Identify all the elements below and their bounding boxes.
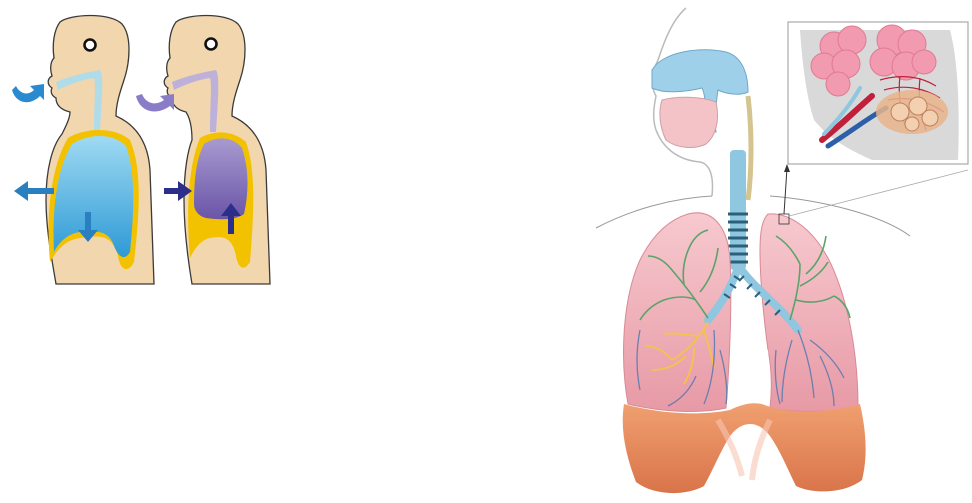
- eye-icon: [85, 40, 96, 51]
- left-lung: [760, 214, 858, 412]
- trachea: [728, 150, 748, 270]
- eye-icon: [206, 39, 217, 50]
- diaphragm-tendon: [718, 420, 770, 480]
- diaphragm: [623, 403, 866, 493]
- cardiac-notch: [730, 350, 769, 402]
- exhalation-figure: [136, 16, 270, 285]
- exhale-arrow-icon: [136, 94, 174, 111]
- alveolar-sac-section: [876, 90, 948, 134]
- oral-cavity: [660, 97, 718, 147]
- inset-pointer: [779, 164, 968, 224]
- inhale-arrow-icon: [12, 84, 44, 102]
- lung-exhale: [194, 138, 248, 219]
- alveoli-inset: [788, 22, 968, 164]
- respiratory-system-illustration: [596, 8, 968, 493]
- inhalation-figure: [12, 16, 154, 285]
- neck-outline: [748, 96, 751, 200]
